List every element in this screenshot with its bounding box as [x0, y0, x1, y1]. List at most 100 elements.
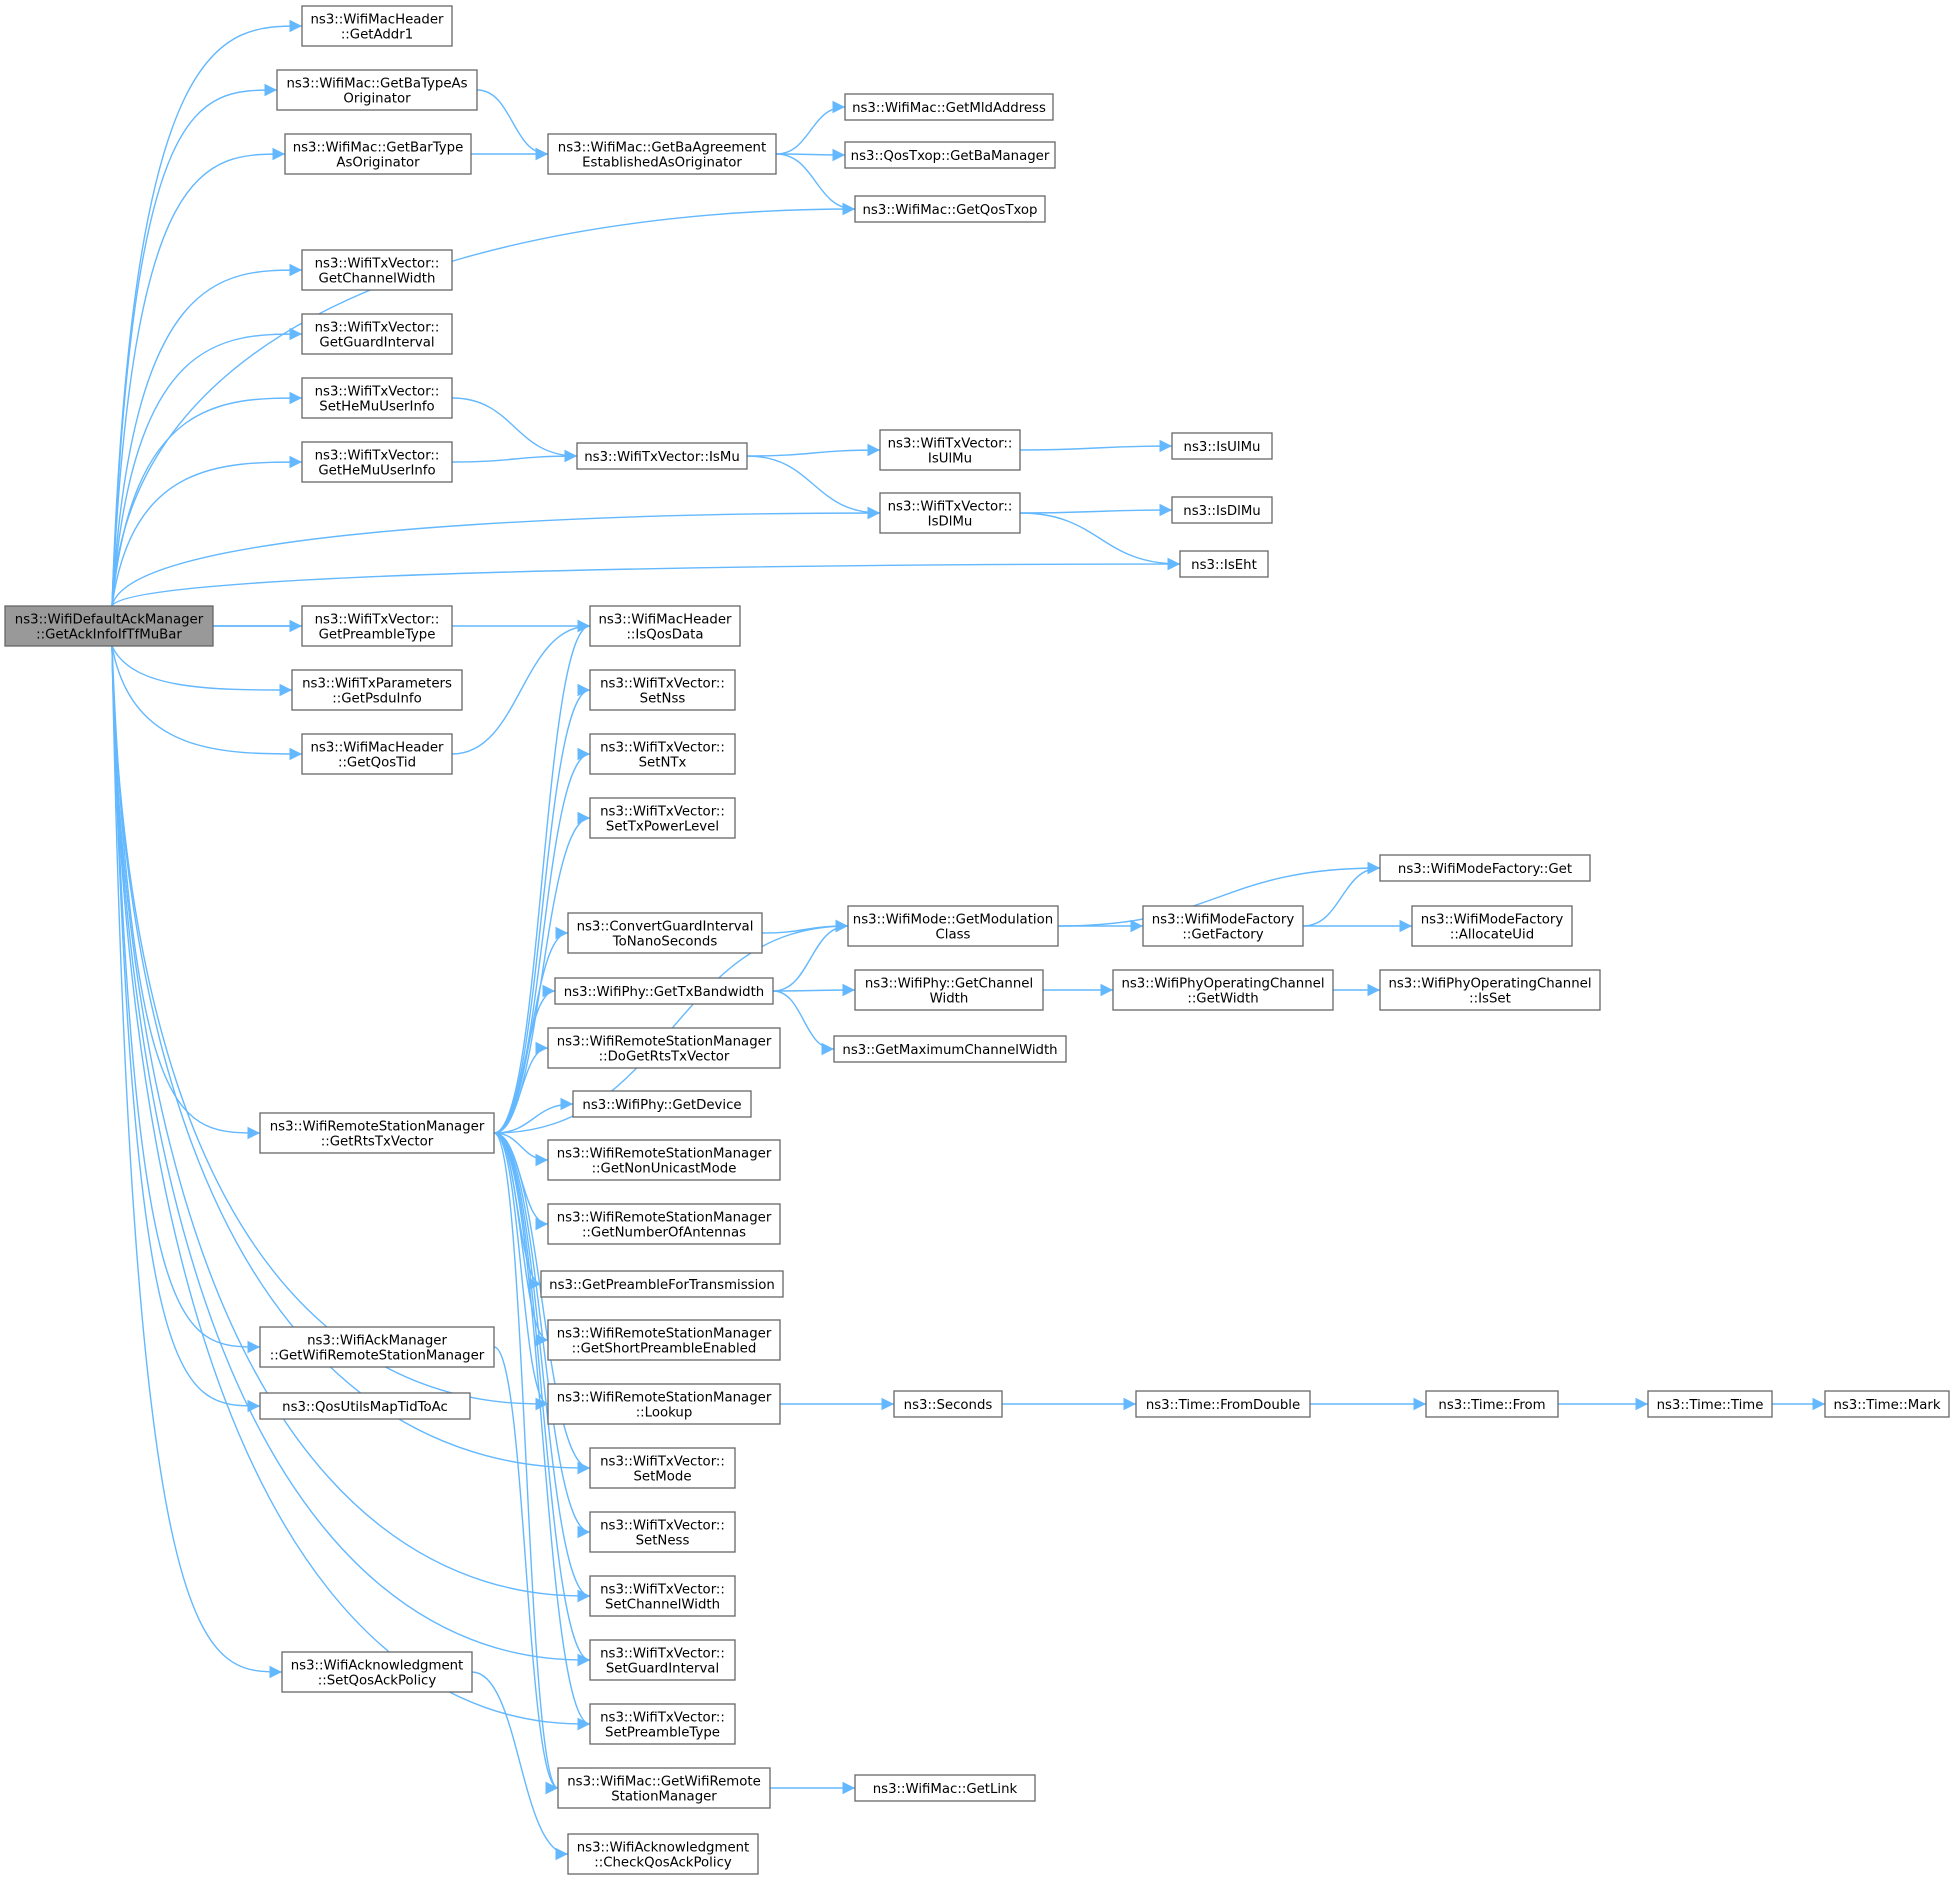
- node-sethemuuserinfo[interactable]: ns3::WifiTxVector::SetHeMuUserInfo: [301, 377, 453, 419]
- edge-getbatypeas-to-getbaagreement: [476, 89, 549, 161]
- node-label: SetGuardInterval: [606, 1662, 719, 1677]
- node-opchgetwidth[interactable]: ns3::WifiPhyOperatingChannel::GetWidth: [1112, 969, 1334, 1011]
- node-iseht[interactable]: ns3::IsEht: [1179, 550, 1269, 578]
- node-box: [557, 1767, 771, 1809]
- node-label: ns3::WifiTxVector::: [600, 1455, 725, 1470]
- node-phygetchannelwidth[interactable]: ns3::WifiPhy::GetChannelWidth: [854, 969, 1044, 1011]
- node-label: ns3::WifiTxVector::: [600, 741, 725, 756]
- node-fromdouble[interactable]: ns3::Time::FromDouble: [1135, 1390, 1311, 1418]
- edge-root-to-setchannelwidth: [111, 645, 591, 1603]
- node-box: [589, 605, 741, 647]
- node-getqostxop[interactable]: ns3::WifiMac::GetQosTxop: [854, 195, 1046, 223]
- node-qosutils[interactable]: ns3::QosUtilsMapTidToAc: [259, 1392, 471, 1420]
- node-getrtstxvector[interactable]: ns3::WifiRemoteStationManager::GetRtsTxV…: [259, 1112, 495, 1154]
- node-setchannelwidth[interactable]: ns3::WifiTxVector::SetChannelWidth: [589, 1575, 736, 1617]
- node-setqosackpolicy[interactable]: ns3::WifiAcknowledgment::SetQosAckPolicy: [281, 1651, 473, 1693]
- node-box: [301, 733, 453, 775]
- node-lookup[interactable]: ns3::WifiRemoteStationManager::Lookup: [547, 1383, 781, 1425]
- node-getbaagreement[interactable]: ns3::WifiMac::GetBaAgreementEstablishedA…: [547, 133, 777, 175]
- node-gettxbandwidth[interactable]: ns3::WifiPhy::GetTxBandwidth: [554, 977, 774, 1005]
- node-label: ns3::ConvertGuardInterval: [577, 920, 754, 935]
- edge-root-to-getchannelwidth: [111, 263, 303, 607]
- node-box: [589, 733, 736, 775]
- node-getmaxchannelwidth[interactable]: ns3::GetMaximumChannelWidth: [833, 1035, 1067, 1063]
- node-getguardinterval[interactable]: ns3::WifiTxVector::GetGuardInterval: [301, 313, 453, 355]
- node-setguardinterval[interactable]: ns3::WifiTxVector::SetGuardInterval: [589, 1639, 736, 1681]
- node-label: ns3::WifiPhy::GetTxBandwidth: [564, 985, 765, 1000]
- node-timefrom[interactable]: ns3::Time::From: [1425, 1390, 1559, 1418]
- node-setness[interactable]: ns3::WifiTxVector::SetNess: [589, 1511, 736, 1553]
- node-setnss[interactable]: ns3::WifiTxVector::SetNss: [589, 669, 736, 711]
- node-getdevice[interactable]: ns3::WifiPhy::GetDevice: [572, 1090, 752, 1118]
- node-checkqosackpolicy[interactable]: ns3::WifiAcknowledgment::CheckQosAckPoli…: [567, 1833, 759, 1875]
- edge-getrtstxvector-to-getdevice: [493, 1097, 574, 1134]
- node-label: SetTxPowerLevel: [606, 820, 719, 835]
- node-allocateuid[interactable]: ns3::WifiModeFactory::AllocateUid: [1411, 905, 1573, 947]
- node-getpsduinfo[interactable]: ns3::WifiTxParameters::GetPsduInfo: [291, 669, 463, 711]
- edge-gettxbandwidth-to-phygetchannelwidth: [772, 983, 856, 997]
- node-getpreambletype[interactable]: ns3::WifiTxVector::GetPreambleType: [301, 605, 453, 647]
- node-label: ::GetQosTid: [338, 756, 416, 771]
- node-label: ns3::WifiMac::GetBarType: [293, 141, 464, 156]
- node-label: ::GetShortPreambleEnabled: [572, 1342, 757, 1357]
- edge-root-to-getbartype: [111, 147, 286, 607]
- edge-root-to-qosutils: [111, 645, 261, 1413]
- node-label: ::GetAckInfoIfTfMuBar: [36, 628, 182, 643]
- node-box: [284, 133, 472, 175]
- node-box: [589, 1511, 736, 1553]
- node-label: ns3::WifiMac::GetBaAgreement: [558, 141, 766, 156]
- edge-ismu-to-isulmu_v: [746, 443, 881, 457]
- node-getmldaddress[interactable]: ns3::WifiMac::GetMldAddress: [844, 93, 1054, 121]
- node-setmode[interactable]: ns3::WifiTxVector::SetMode: [589, 1447, 736, 1489]
- node-getpreamblefortx[interactable]: ns3::GetPreambleForTransmission: [540, 1270, 784, 1298]
- node-gethemuuserinfo[interactable]: ns3::WifiTxVector::GetHeMuUserInfo: [301, 441, 453, 483]
- node-getlink[interactable]: ns3::WifiMac::GetLink: [854, 1774, 1036, 1802]
- node-getnonunicastmode[interactable]: ns3::WifiRemoteStationManager::GetNonUni…: [547, 1139, 781, 1181]
- node-box: [1379, 854, 1591, 882]
- node-label: ::GetNumberOfAntennas: [582, 1226, 746, 1241]
- node-isqosdata[interactable]: ns3::WifiMacHeader::IsQosData: [589, 605, 741, 647]
- node-box: [259, 1392, 471, 1420]
- edge-getbaagreement-to-getqostxop: [775, 153, 856, 216]
- node-box: [554, 977, 774, 1005]
- node-opchisset[interactable]: ns3::WifiPhyOperatingChannel::IsSet: [1379, 969, 1601, 1011]
- node-timemark[interactable]: ns3::Time::Mark: [1824, 1390, 1950, 1418]
- node-setntx[interactable]: ns3::WifiTxVector::SetNTx: [589, 733, 736, 775]
- node-getaddr1[interactable]: ns3::WifiMacHeader::GetAddr1: [301, 5, 453, 47]
- node-modefactoryget[interactable]: ns3::WifiModeFactory::Get: [1379, 854, 1591, 882]
- node-label: SetNess: [636, 1534, 690, 1549]
- node-label: ns3::Time::Time: [1657, 1398, 1764, 1413]
- node-ismu[interactable]: ns3::WifiTxVector::IsMu: [576, 442, 748, 470]
- node-getchannelwidth[interactable]: ns3::WifiTxVector::GetChannelWidth: [301, 249, 453, 291]
- edge-root-to-getrtstxvector: [111, 645, 261, 1140]
- node-box: [547, 1203, 781, 1245]
- node-isulmu[interactable]: ns3::IsUlMu: [1171, 432, 1273, 460]
- node-label: GetGuardInterval: [319, 336, 434, 351]
- node-timetime[interactable]: ns3::Time::Time: [1647, 1390, 1773, 1418]
- node-getqostid[interactable]: ns3::WifiMacHeader::GetQosTid: [301, 733, 453, 775]
- node-getbamanager[interactable]: ns3::QosTxop::GetBaManager: [844, 141, 1056, 169]
- node-ackgetwrsm[interactable]: ns3::WifiAckManager::GetWifiRemoteStatio…: [259, 1326, 495, 1368]
- node-seconds[interactable]: ns3::Seconds: [893, 1390, 1003, 1418]
- node-isdlmu_v[interactable]: ns3::WifiTxVector::IsDlMu: [879, 492, 1021, 534]
- node-box: [547, 1383, 781, 1425]
- node-isdlmu[interactable]: ns3::IsDlMu: [1171, 496, 1273, 524]
- node-getfactory[interactable]: ns3::WifiModeFactory::GetFactory: [1142, 905, 1304, 947]
- node-macgetwrsm[interactable]: ns3::WifiMac::GetWifiRemoteStationManage…: [557, 1767, 771, 1809]
- node-getnumberofantennas[interactable]: ns3::WifiRemoteStationManager::GetNumber…: [547, 1203, 781, 1245]
- node-setpreambletype[interactable]: ns3::WifiTxVector::SetPreambleType: [589, 1703, 736, 1745]
- node-label: ns3::WifiRemoteStationManager: [557, 1211, 772, 1226]
- node-dogetrtstxvector[interactable]: ns3::WifiRemoteStationManager::DoGetRtsT…: [547, 1027, 781, 1069]
- node-label: ::GetPsduInfo: [332, 692, 421, 707]
- node-settxpowerlevel[interactable]: ns3::WifiTxVector::SetTxPowerLevel: [589, 797, 736, 839]
- node-getshortpreamble[interactable]: ns3::WifiRemoteStationManager::GetShortP…: [547, 1319, 781, 1361]
- node-isulmu_v[interactable]: ns3::WifiTxVector::IsUlMu: [879, 429, 1021, 471]
- node-box: [589, 1447, 736, 1489]
- node-root[interactable]: ns3::WifiDefaultAckManager::GetAckInfoIf…: [4, 605, 214, 647]
- node-label: ns3::Time::Mark: [1833, 1398, 1940, 1413]
- node-label: ns3::GetPreambleForTransmission: [549, 1278, 775, 1293]
